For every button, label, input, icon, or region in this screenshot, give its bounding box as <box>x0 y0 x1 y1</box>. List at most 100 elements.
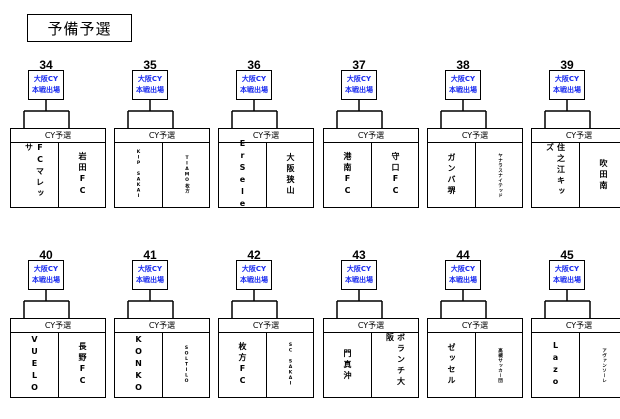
qualifier-label: CY予選 <box>115 319 209 333</box>
match-number: 43 <box>352 248 366 262</box>
bracket-connector <box>336 290 383 318</box>
qualifier-box: CY予選ゼッセル高槻サッカー団 <box>427 318 523 398</box>
team-name-left: ErSele <box>219 139 267 211</box>
bracket-connector <box>544 290 591 318</box>
match-number: 41 <box>143 248 157 262</box>
team-name-left: 門真沖 <box>324 333 372 397</box>
team-name-left: FCマレッサ <box>11 143 59 207</box>
team-name-right: ヤナラスナイテッド <box>497 152 503 198</box>
badge-line1: 大阪CY <box>346 75 372 83</box>
main-tournament-badge: 大阪CY 本戦出場 <box>236 70 272 100</box>
badge-line1: 大阪CY <box>241 75 267 83</box>
qualifier-label: CY予選 <box>219 129 313 143</box>
badge-line2: 本戦出場 <box>553 86 581 94</box>
badge-line1: 大阪CY <box>33 265 59 273</box>
bracket-connector <box>23 290 70 318</box>
teams-row: ガンバ堺 ヤナラスナイテッド <box>428 143 522 207</box>
team-name-left: ガンバ堺 <box>428 143 476 207</box>
teams-row: ErSele 大阪狭山 <box>219 139 313 211</box>
match-number: 38 <box>456 58 470 72</box>
badge-line1: 大阪CY <box>137 265 163 273</box>
qualifier-label: CY予選 <box>532 319 620 333</box>
match-number: 37 <box>352 58 366 72</box>
team-name-right: アヴァンソーレ <box>601 347 607 383</box>
team-name-right: 高槻サッカー団 <box>497 347 503 383</box>
badge-line2: 本戦出場 <box>136 86 164 94</box>
badge-line1: 大阪CY <box>241 265 267 273</box>
qualifier-label: CY予選 <box>115 129 209 143</box>
match-cell: 38 大阪CY 本戦出場 CY予選ガンバ堺 ヤナラスナイテッド <box>427 58 523 218</box>
match-number: 36 <box>247 58 261 72</box>
match-number: 39 <box>560 58 574 72</box>
main-tournament-badge: 大阪CY 本戦出場 <box>341 70 377 100</box>
bracket-connector <box>440 290 487 318</box>
badge-line2: 本戦出場 <box>240 276 268 284</box>
team-name-right: SOLTILO <box>184 345 189 385</box>
badge-line2: 本戦出場 <box>553 276 581 284</box>
badge-line1: 大阪CY <box>450 75 476 83</box>
bracket-connector <box>127 290 174 318</box>
qualifier-label: CY予選 <box>532 129 620 143</box>
badge-line1: 大阪CY <box>33 75 59 83</box>
qualifier-label: CY予選 <box>428 129 522 143</box>
match-cell: 37 大阪CY 本戦出場 CY予選港南FC 守口FC <box>323 58 419 218</box>
team-name-right: ボランチ大阪 <box>385 333 406 388</box>
bracket-connector <box>440 100 487 128</box>
match-number: 44 <box>456 248 470 262</box>
page-title-text: 予備予選 <box>47 19 112 38</box>
page-title: 予備予選 <box>27 14 132 42</box>
main-tournament-badge: 大阪CY 本戦出場 <box>28 70 64 100</box>
qualifier-box: CY予選門真沖ボランチ大阪 <box>323 318 419 398</box>
bracket-connector <box>231 290 278 318</box>
teams-row: Lazo アヴァンソーレ <box>532 333 620 397</box>
team-name-right: SC SAKAI <box>288 343 293 387</box>
teams-row: FCマレッサ岩田FC <box>11 143 105 207</box>
team-name-left: ゼッセル <box>428 333 476 397</box>
badge-line2: 本戦出場 <box>449 276 477 284</box>
qualifier-box: CY予選ガンバ堺 ヤナラスナイテッド <box>427 128 523 208</box>
team-name-left: VUELO <box>11 333 59 397</box>
main-tournament-badge: 大阪CY 本戦出場 <box>445 70 481 100</box>
badge-line2: 本戦出場 <box>240 86 268 94</box>
badge-line1: 大阪CY <box>554 265 580 273</box>
team-name-right: TIAMO枚方 <box>184 156 190 194</box>
badge-line2: 本戦出場 <box>32 86 60 94</box>
qualifier-box: CY予選港南FC 守口FC <box>323 128 419 208</box>
teams-row: ゼッセル 高槻サッカー団 <box>428 333 522 397</box>
badge-line2: 本戦出場 <box>449 86 477 94</box>
teams-row: KONKO SOLTILO <box>115 333 209 397</box>
bracket-connector <box>23 100 70 128</box>
match-number: 42 <box>247 248 261 262</box>
team-name-right: 守口FC <box>391 152 400 198</box>
team-name-left: Lazo <box>532 333 580 397</box>
qualifier-label: CY予選 <box>11 129 105 143</box>
bracket-connector <box>127 100 174 128</box>
team-name-left: 港南FC <box>324 143 372 207</box>
match-number: 35 <box>143 58 157 72</box>
team-name-left: KONKO <box>115 333 163 397</box>
team-name-left: KIP SAKAI <box>115 143 163 207</box>
match-number: 34 <box>39 58 53 72</box>
qualifier-label: CY予選 <box>324 129 418 143</box>
badge-line1: 大阪CY <box>450 265 476 273</box>
teams-row: KIP SAKAI TIAMO枚方 <box>115 143 209 207</box>
team-name-right: 大阪狭山 <box>286 153 295 197</box>
badge-line1: 大阪CY <box>554 75 580 83</box>
badge-line2: 本戦出場 <box>345 86 373 94</box>
